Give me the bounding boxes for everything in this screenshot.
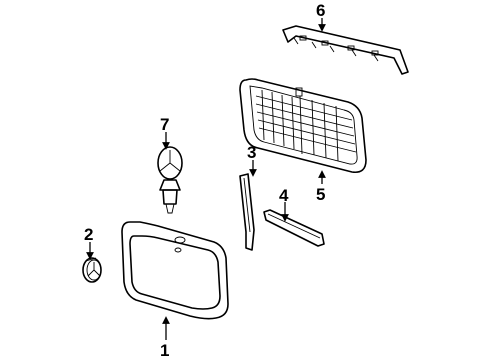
leader-lines [86,18,326,340]
part-2-badge [82,257,102,283]
callout-1: 1 [160,341,169,360]
part-3-side-trim [239,173,255,251]
callout-4: 4 [279,186,289,205]
callout-6: 6 [316,1,325,20]
part-1-grille-shell [121,221,229,320]
callout-7: 7 [160,115,169,134]
callout-2: 2 [84,225,93,244]
callout-3: 3 [247,143,256,162]
part-4-lower-trim [263,209,325,247]
part-5-grille-insert [239,78,367,174]
part-6-upper-strip [282,25,409,75]
part-7-hood-star [157,146,183,214]
callout-5: 5 [316,185,325,204]
